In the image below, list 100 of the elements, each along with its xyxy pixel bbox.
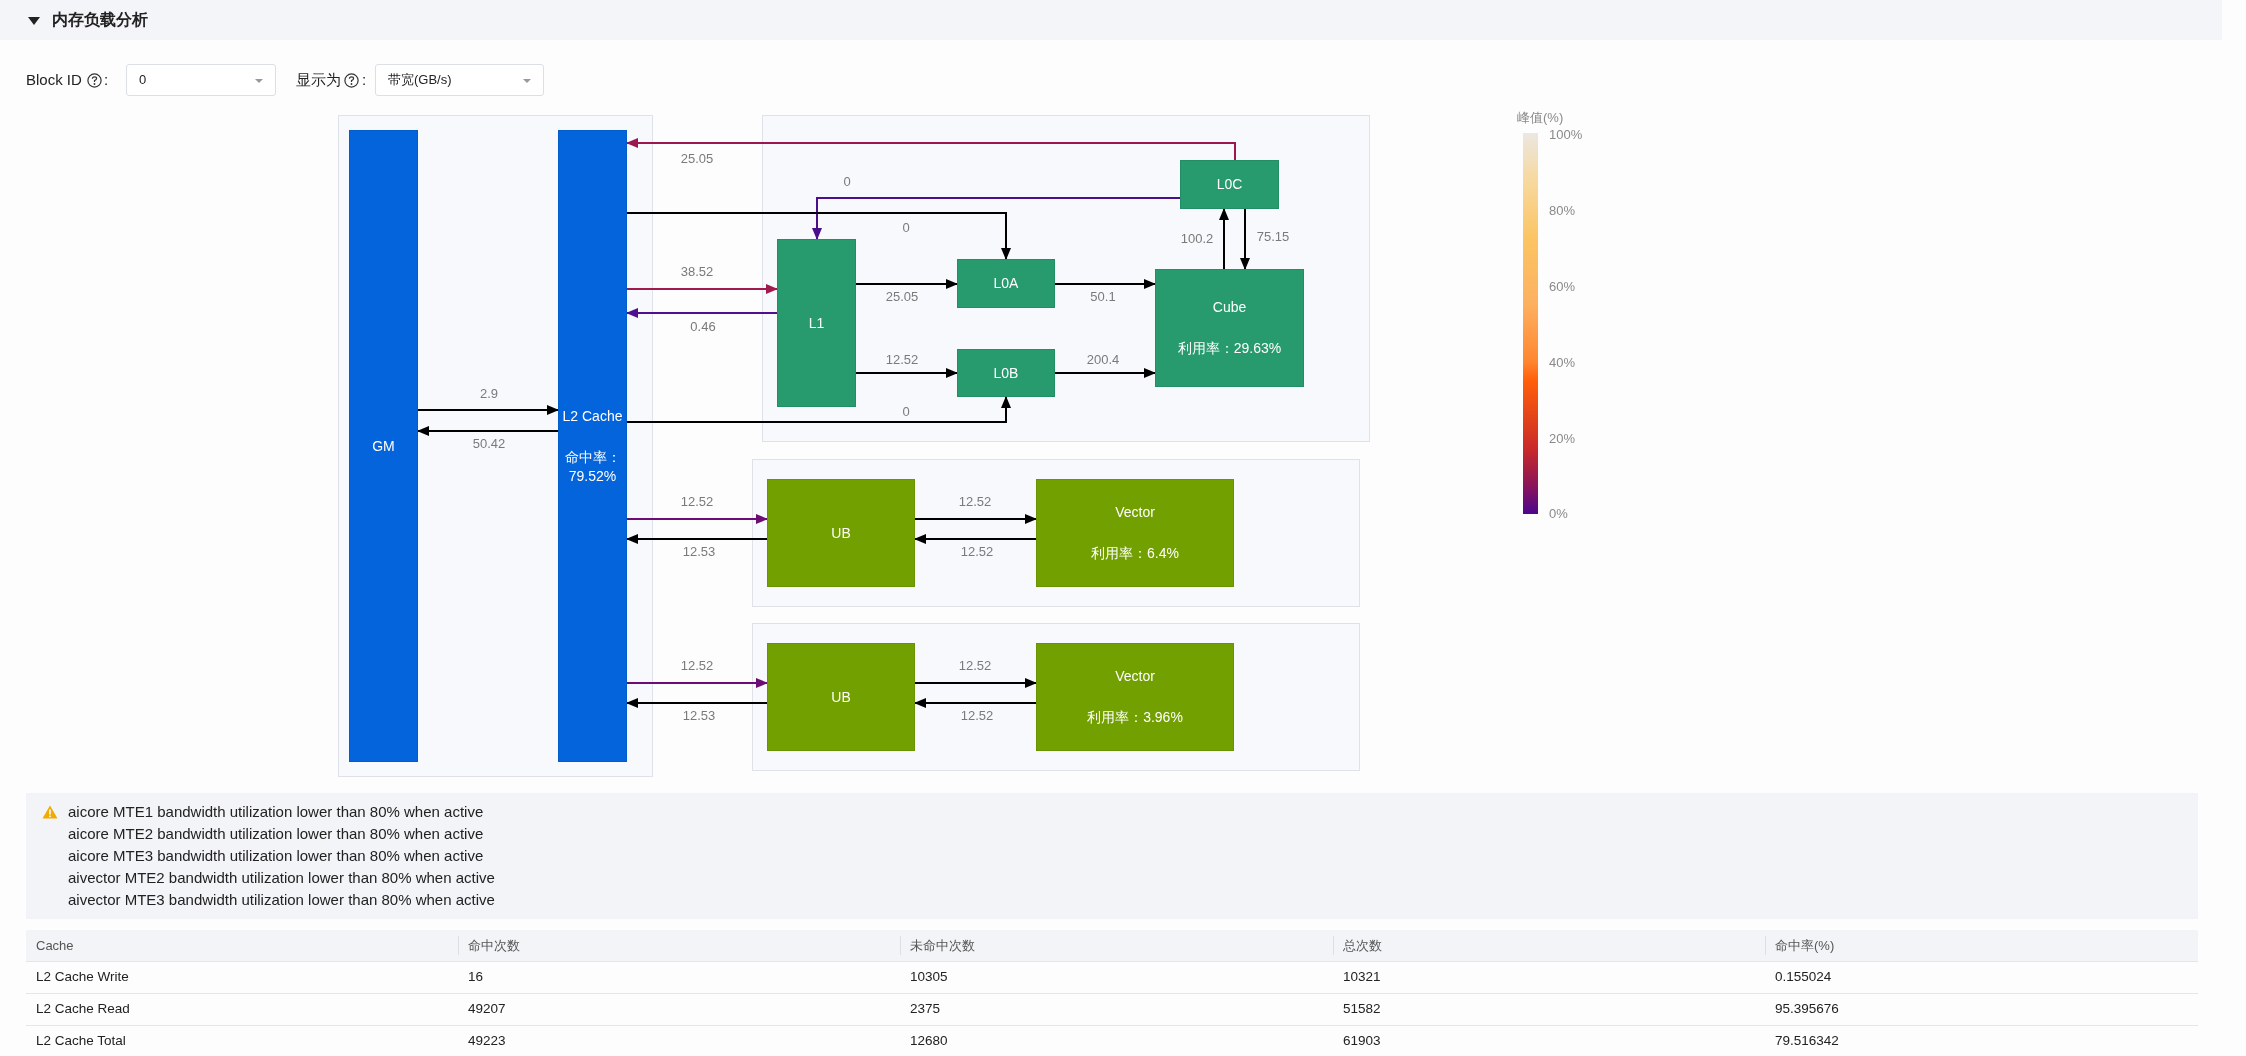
edge-label: 0 xyxy=(843,174,851,190)
edge-label: 0.46 xyxy=(690,319,716,335)
node-label: 利用率：3.96% xyxy=(1087,708,1183,727)
warning-text: aicore MTE1 bandwidth utilization lower than 80% when active xyxy=(68,802,484,822)
table-text: 61903 xyxy=(1343,1032,1381,1050)
edge-label: 100.2 xyxy=(1180,231,1214,247)
arrow xyxy=(417,426,559,436)
node-label: L0B xyxy=(993,363,1019,383)
column-header: Cache xyxy=(36,937,74,955)
edge-label: 200.4 xyxy=(1086,352,1120,368)
edge-label: 12.52 xyxy=(680,658,714,674)
node-label: 命中率：79.52% xyxy=(563,447,622,486)
table-text: 10321 xyxy=(1343,968,1381,986)
unit-box xyxy=(1155,269,1304,387)
arrow xyxy=(626,534,768,544)
warning-text: aicore MTE3 bandwidth utilization lower than 80% when active xyxy=(68,846,484,866)
node-label: UB xyxy=(831,523,851,543)
edge-label: 12.52 xyxy=(958,658,992,674)
edge-label: 38.52 xyxy=(680,264,714,280)
table-text: 51582 xyxy=(1343,1000,1381,1018)
warning-text: aicore MTE2 bandwidth utilization lower than 80% when active xyxy=(68,824,484,844)
scale-label: 100% xyxy=(1549,126,1583,144)
arrow xyxy=(1219,208,1229,270)
table-text: 79.516342 xyxy=(1775,1032,1839,1050)
arrow xyxy=(1240,208,1250,270)
table-text: 0.155024 xyxy=(1775,968,1832,986)
select-field: 带宽(GB/s) xyxy=(375,64,544,96)
warning-text: aivector MTE3 bandwidth utilization lower than 80% when active xyxy=(68,890,495,910)
memory-bar xyxy=(349,130,418,762)
node-label: 利用率：29.63% xyxy=(1177,339,1282,358)
section-title: 内存负载分析 xyxy=(52,10,148,30)
table-text: 95.395676 xyxy=(1775,1000,1839,1018)
field-label: Block ID xyxy=(26,70,82,90)
edge-label: 25.05 xyxy=(885,289,919,305)
arrow xyxy=(855,368,958,378)
node-label: L0A xyxy=(993,274,1019,293)
column-header: 总次数 xyxy=(1343,937,1382,955)
table-text: L2 Cache Total xyxy=(36,1032,126,1050)
edge-label: 12.52 xyxy=(958,494,992,510)
column-header: 命中次数 xyxy=(468,937,520,955)
node-label: Cube xyxy=(1212,298,1247,317)
edge-label: 12.53 xyxy=(682,544,716,560)
arrow xyxy=(855,279,958,289)
arrow xyxy=(1054,279,1156,289)
arrow xyxy=(626,698,768,708)
edge-label: 12.53 xyxy=(682,708,716,724)
select-field: 0 xyxy=(126,64,276,96)
field-label: : xyxy=(104,70,109,90)
unit-box xyxy=(767,479,915,587)
arrow xyxy=(1054,368,1156,378)
edge-label: 12.52 xyxy=(680,494,714,510)
memory-bar xyxy=(558,130,627,762)
table-text: 2375 xyxy=(910,1000,941,1018)
field-label: : xyxy=(362,70,367,90)
arrow xyxy=(417,405,559,415)
column-header: 命中率(%) xyxy=(1775,937,1835,955)
table-text: 10305 xyxy=(910,968,948,986)
edge-label: 75.15 xyxy=(1256,229,1290,245)
node-label: Vector xyxy=(1115,503,1155,522)
scale-label: 40% xyxy=(1549,354,1576,372)
node-label: Vector xyxy=(1115,667,1155,686)
edge-label: 0 xyxy=(902,220,910,236)
table-text: L2 Cache Read xyxy=(36,1000,130,1018)
arrow xyxy=(626,514,768,524)
arrow xyxy=(626,138,1236,161)
arrow xyxy=(812,197,1181,240)
arrow xyxy=(626,396,1011,423)
edge-label: 25.05 xyxy=(680,151,714,167)
edge-label: 50.42 xyxy=(472,436,506,452)
unit-box xyxy=(777,239,856,407)
table-text: 16 xyxy=(468,968,484,986)
arrow xyxy=(914,698,1037,708)
unit-box xyxy=(1036,643,1234,751)
arrow xyxy=(626,308,778,318)
edge-label: 50.1 xyxy=(1090,289,1116,305)
edge-label: 12.52 xyxy=(885,352,919,368)
table-text: L2 Cache Write xyxy=(36,968,129,986)
table-text: 12680 xyxy=(910,1032,948,1050)
unit-box xyxy=(957,259,1055,308)
table-text: 49207 xyxy=(468,1000,506,1018)
arrow xyxy=(626,678,768,688)
arrow xyxy=(914,534,1037,544)
arrow xyxy=(626,284,778,294)
arrow xyxy=(626,212,1011,260)
unit-box xyxy=(1036,479,1234,587)
unit-box xyxy=(957,349,1055,397)
node-label: L1 xyxy=(808,313,825,333)
table-text: 49223 xyxy=(468,1032,506,1050)
column-header: 未命中次数 xyxy=(910,937,975,955)
arrow xyxy=(914,678,1037,688)
arrow xyxy=(914,514,1037,524)
node-label: 利用率：6.4% xyxy=(1091,544,1179,563)
warning-text: aivector MTE2 bandwidth utilization lower than 80% when active xyxy=(68,868,495,888)
scale-label: 0% xyxy=(1549,505,1568,523)
scale-label: 20% xyxy=(1549,430,1576,448)
scale-label: 80% xyxy=(1549,202,1576,220)
scale-label: 60% xyxy=(1549,278,1576,296)
edge-label: 12.52 xyxy=(960,544,994,560)
unit-box xyxy=(767,643,915,751)
node-label: L2 Cache xyxy=(562,406,623,426)
